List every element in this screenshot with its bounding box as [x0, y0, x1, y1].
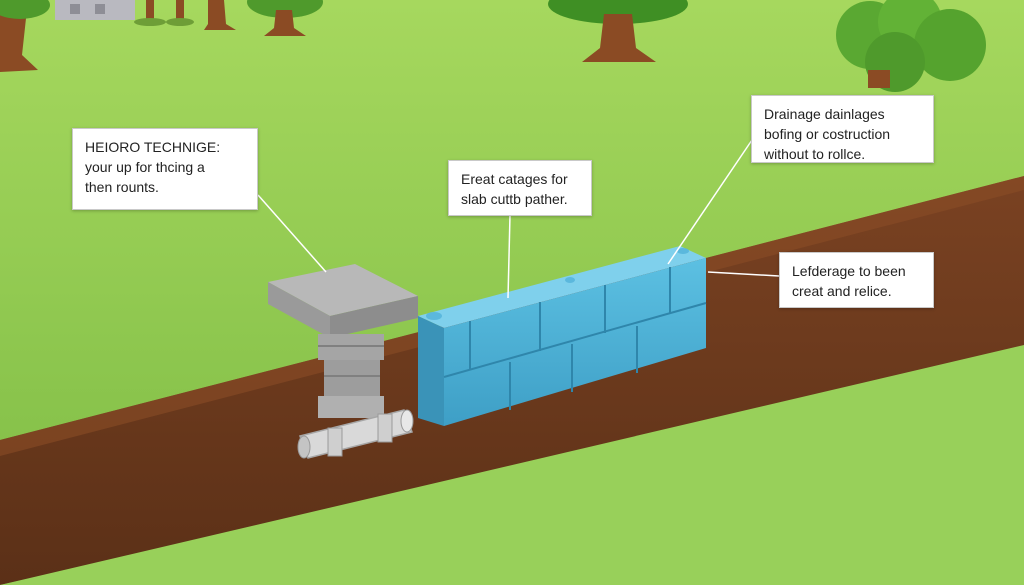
callout-center: Ereat catages for slab cuttb pather.	[448, 160, 592, 216]
callout-top-right-line3: without to rollce.	[764, 146, 866, 162]
concrete-pillar	[268, 264, 418, 418]
callout-center-line1: Ereat catages for	[461, 171, 568, 187]
leader-lines	[257, 139, 780, 299]
callout-left-line2: your up for thcing a	[85, 159, 205, 175]
callout-top-right: Drainage dainlages bofing or costruction…	[751, 95, 934, 163]
callout-center-line2: slab cuttb pather.	[461, 191, 568, 207]
tree-icon	[204, 0, 236, 30]
block-wall	[418, 246, 707, 426]
callout-left: HEIORO TECHNIGE: your up for thcing a th…	[72, 128, 258, 210]
grass-foreground	[0, 345, 1024, 585]
callout-left-line1: HEIORO TECHNIGE:	[85, 139, 221, 155]
callout-right-line1: Lefderage to been	[792, 263, 906, 279]
tree-icon	[836, 0, 986, 92]
tree-icon	[247, 0, 323, 36]
house-icon	[55, 0, 135, 20]
tree-icon	[548, 0, 688, 62]
callout-top-right-line1: Drainage dainlages	[764, 106, 885, 122]
callout-left-line3: then rounts.	[85, 179, 159, 195]
tree-icon	[134, 0, 166, 26]
tree-icon	[166, 0, 194, 26]
pipe-icon	[297, 409, 414, 459]
callout-right: Lefderage to been creat and relice.	[779, 252, 934, 308]
callout-right-line2: creat and relice.	[792, 283, 892, 299]
tree-icon	[0, 0, 50, 72]
callout-top-right-line2: bofing or costruction	[764, 126, 891, 142]
